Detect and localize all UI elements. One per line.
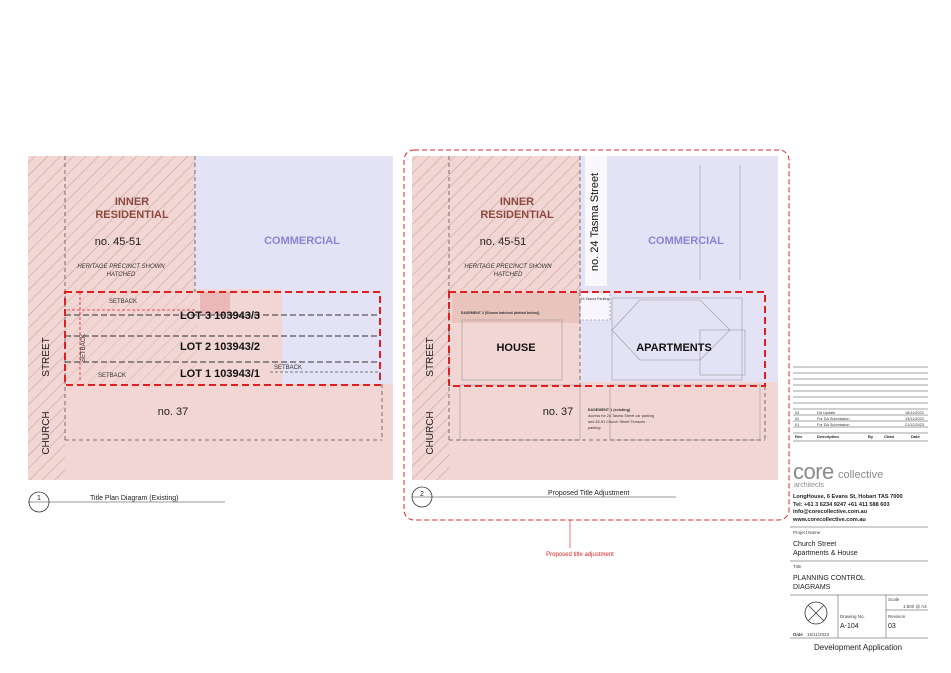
commercial-zone bbox=[195, 156, 393, 289]
revision-rev-3: 01 bbox=[795, 423, 799, 427]
project-name-2: Apartments & House bbox=[793, 550, 858, 557]
heritage-note-2-2: HATCHED bbox=[494, 272, 523, 278]
project-name-1: Church Street bbox=[793, 541, 836, 548]
email: info@corecollective.com.au bbox=[793, 509, 868, 515]
setback-label-bottom: SETBACK bbox=[98, 373, 126, 379]
title-label: Title bbox=[793, 564, 802, 569]
commercial-zone-label-2: COMMERCIAL bbox=[648, 235, 724, 247]
date-value: 15/11/2023 bbox=[807, 632, 830, 637]
revision-date-3: 21/12/2023 bbox=[905, 423, 924, 427]
easement-1-title: EASEMENT 1 (existing) bbox=[588, 408, 631, 412]
proposed-lots-outline bbox=[448, 291, 766, 387]
lots-outline bbox=[64, 291, 381, 386]
lot-37-label: no. 37 bbox=[158, 406, 189, 418]
by-header: By bbox=[868, 434, 874, 439]
heritage-note-1: HERITAGE PRECINCT SHOWN bbox=[77, 264, 165, 270]
easement-1-line-2: and 45-51 Church Street Terraces bbox=[588, 420, 645, 424]
diagram-1-number: 1 bbox=[37, 495, 41, 502]
lot-3-label: LOT 3 103943/3 bbox=[180, 310, 260, 322]
zone-residential-label-2: RESIDENTIAL bbox=[480, 209, 554, 221]
commercial-zone-label: COMMERCIAL bbox=[264, 235, 340, 247]
desc-header: Description bbox=[817, 434, 840, 439]
church-label-2: CHURCH bbox=[425, 411, 436, 454]
easement-2-note: EASEMENT 2 (Shown hatched (dotted below)… bbox=[461, 311, 540, 315]
setback-label-right: SETBACK bbox=[274, 365, 302, 371]
diagram-1-existing: INNER RESIDENTIAL no. 45-51 HERITAGE PRE… bbox=[28, 156, 393, 513]
drawing-no: A-104 bbox=[840, 623, 859, 630]
street-label-2: STREET bbox=[425, 337, 436, 376]
lot-1-label: LOT 1 103943/1 bbox=[180, 368, 260, 380]
setback-label-top: SETBACK bbox=[109, 299, 137, 305]
logo-architects: architects bbox=[794, 482, 824, 489]
revision-desc-1: DA Update bbox=[817, 411, 835, 415]
easement-1-line-3: parking bbox=[588, 426, 600, 430]
diagram-2-title: Proposed Title Adjustment bbox=[548, 490, 629, 497]
development-application-label: Development Application bbox=[814, 643, 902, 652]
diagram-1-title: Title Plan Diagram (Existing) bbox=[90, 495, 178, 502]
revision-desc-3: For DA Submission bbox=[817, 423, 850, 427]
title-line-2: DIAGRAMS bbox=[793, 584, 831, 591]
scale-value: 1:500 @ A3 bbox=[903, 604, 927, 609]
revision-desc-2: For DA Submission bbox=[817, 417, 850, 421]
revision-date-2: 13/11/2023 bbox=[905, 417, 924, 421]
street-label: STREET bbox=[41, 337, 52, 376]
zone-residential-label: RESIDENTIAL bbox=[95, 209, 169, 221]
website: www.corecollective.com.au bbox=[792, 517, 866, 523]
church-street-hatch bbox=[28, 156, 65, 480]
scale-label: Scale bbox=[888, 597, 900, 602]
drawing-no-label: Drawing No. bbox=[840, 614, 865, 619]
apartments-label: APARTMENTS bbox=[636, 342, 712, 354]
revision-rev-1: 03 bbox=[795, 411, 799, 415]
telephone: Tel: +61 3 6234 9247 +61 411 588 603 bbox=[793, 502, 890, 508]
heritage-note-2: HATCHED bbox=[107, 272, 136, 278]
zone-inner-label: INNER bbox=[115, 196, 149, 208]
address: LongHouse, 6 Evans St, Hobart TAS 7000 bbox=[793, 494, 903, 500]
heritage-precinct-hatch bbox=[65, 156, 195, 289]
revision-label: Revision bbox=[888, 614, 906, 619]
heritage-note-1-2: HERITAGE PRECINCT SHOWN bbox=[464, 264, 552, 270]
tasma-parking-area bbox=[579, 291, 611, 321]
proposed-title-adjustment-note: Proposed title adjustment bbox=[546, 552, 614, 558]
logo-collective: collective bbox=[838, 469, 883, 481]
north-point-icon bbox=[804, 601, 828, 625]
easement-1-line-1: Access for 24 Tasma Street car parking bbox=[588, 414, 654, 418]
date-header: Date bbox=[911, 434, 920, 439]
revision-value: 03 bbox=[888, 623, 896, 630]
easement-2-area bbox=[452, 293, 580, 323]
date-label: Date bbox=[793, 632, 803, 637]
setback-corner bbox=[200, 292, 230, 314]
lot-45-51-label: no. 45-51 bbox=[95, 236, 141, 248]
revision-table-lines bbox=[793, 366, 928, 434]
tasma-strip bbox=[585, 156, 607, 286]
zone-inner-label-2: INNER bbox=[500, 196, 534, 208]
revision-cloud bbox=[403, 149, 790, 521]
church-label: CHURCH bbox=[41, 411, 52, 454]
lot-45-51-label-2: no. 45-51 bbox=[480, 236, 526, 248]
lot-2-label: LOT 2 103943/2 bbox=[180, 341, 260, 353]
setback-label-left: SETBACK bbox=[81, 334, 87, 362]
lot-37-label-2: no. 37 bbox=[543, 406, 574, 418]
rev-header: Rev bbox=[795, 434, 803, 439]
revision-rev-2: 02 bbox=[795, 417, 799, 421]
church-street-hatch-2 bbox=[412, 156, 449, 480]
house-label: HOUSE bbox=[496, 342, 535, 354]
heritage-precinct-hatch-2 bbox=[449, 156, 580, 290]
tasma-parking-note: 24 Tasma Parking bbox=[581, 297, 610, 301]
building-linework bbox=[459, 165, 761, 441]
tasma-street-label: no. 24 Tasma Street bbox=[589, 173, 601, 271]
revision-date-1: 15/11/2023 bbox=[905, 411, 924, 415]
diagram-2-number: 2 bbox=[420, 491, 424, 498]
diagram-2-proposed: INNER RESIDENTIAL no. 45-51 HERITAGE PRE… bbox=[403, 149, 790, 558]
title-line-1: PLANNING CONTROL bbox=[793, 575, 865, 582]
project-name-label: Project Name bbox=[793, 530, 821, 535]
chkd-header: Chkd bbox=[884, 434, 895, 439]
logo-core: core bbox=[793, 459, 834, 484]
